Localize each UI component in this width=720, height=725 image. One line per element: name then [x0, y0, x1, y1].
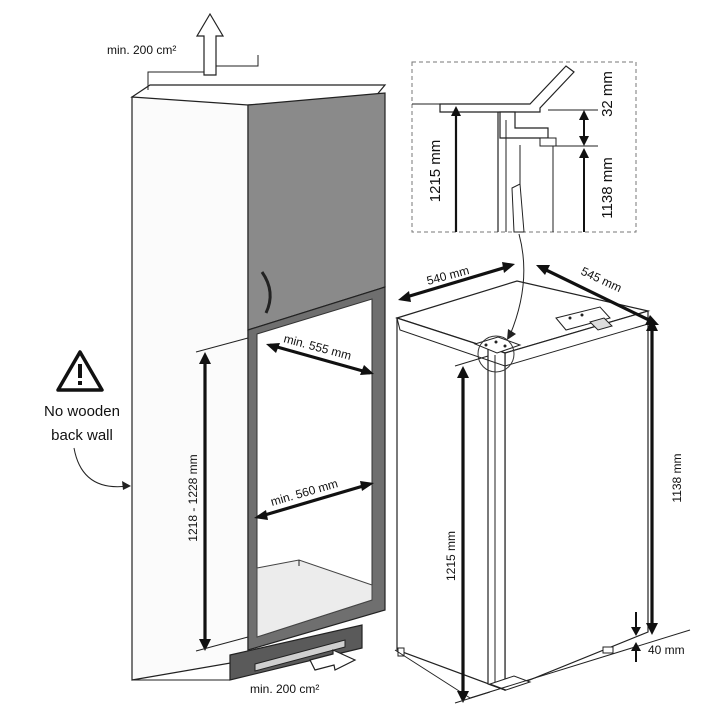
appliance-top-rim	[396, 317, 649, 367]
cabinet-side-wall	[131, 91, 249, 681]
top-bracket	[555, 306, 611, 331]
detail-height-body-arrow	[579, 148, 589, 158]
appliance	[394, 280, 691, 699]
detail-screw	[539, 137, 557, 147]
vent-in-arrow	[309, 649, 357, 671]
detail-offset-label: 32 mm	[599, 71, 616, 117]
appliance-height-body-dimension	[646, 319, 658, 635]
door-handle	[260, 271, 272, 314]
appliance-door-strip	[487, 346, 506, 691]
niche-width-bottom-dimension	[254, 481, 374, 520]
appliance-front	[504, 310, 649, 691]
cabinet	[130, 55, 387, 681]
detail-pointer	[509, 233, 525, 336]
appliance-width-dimension	[398, 262, 515, 302]
niche-height-dimension	[195, 337, 249, 652]
warning-text-line2: back wall	[51, 427, 113, 444]
vent-up-arrow	[195, 12, 225, 76]
niche-floor	[256, 559, 373, 638]
appliance-height-body-label: 1138 mm	[670, 453, 684, 502]
detail-door-panel	[511, 183, 525, 233]
warning-icon	[56, 350, 104, 392]
appliance-height-total-label: 1215 mm	[444, 531, 458, 581]
detail-bracket-mount	[499, 111, 549, 139]
niche-width-top-dimension	[266, 343, 374, 375]
detail-offset-arrow-bottom	[579, 136, 589, 146]
vent-bottom-label: min. 200 cm²	[250, 682, 319, 696]
detail-highlight-circle	[477, 335, 515, 373]
foot-right	[602, 646, 614, 654]
warning-pointer-head	[122, 481, 131, 490]
detail-height-body-label: 1138 mm	[599, 157, 616, 218]
floor-line	[469, 629, 691, 699]
plinth-vent-slot	[254, 639, 346, 672]
warning-text-line1: No wooden	[44, 403, 120, 420]
floor-line-left	[394, 649, 471, 699]
bottom-gap-dimension	[631, 612, 641, 662]
bottom-gap-label: 40 mm	[648, 643, 685, 657]
warning-pointer	[73, 447, 129, 488]
top-latch	[589, 317, 613, 331]
vent-top-label: min. 200 cm²	[107, 43, 176, 57]
detail-height-total-arrow	[451, 106, 461, 116]
niche-height-label: 1218 - 1228 mm	[186, 454, 200, 541]
detail-height-total-label: 1215 mm	[427, 140, 444, 203]
detail-offset-arrow-top	[579, 110, 589, 120]
detail-box	[411, 61, 637, 233]
appliance-height-total-dimension	[454, 355, 491, 704]
detail-pointer-head	[507, 329, 516, 340]
